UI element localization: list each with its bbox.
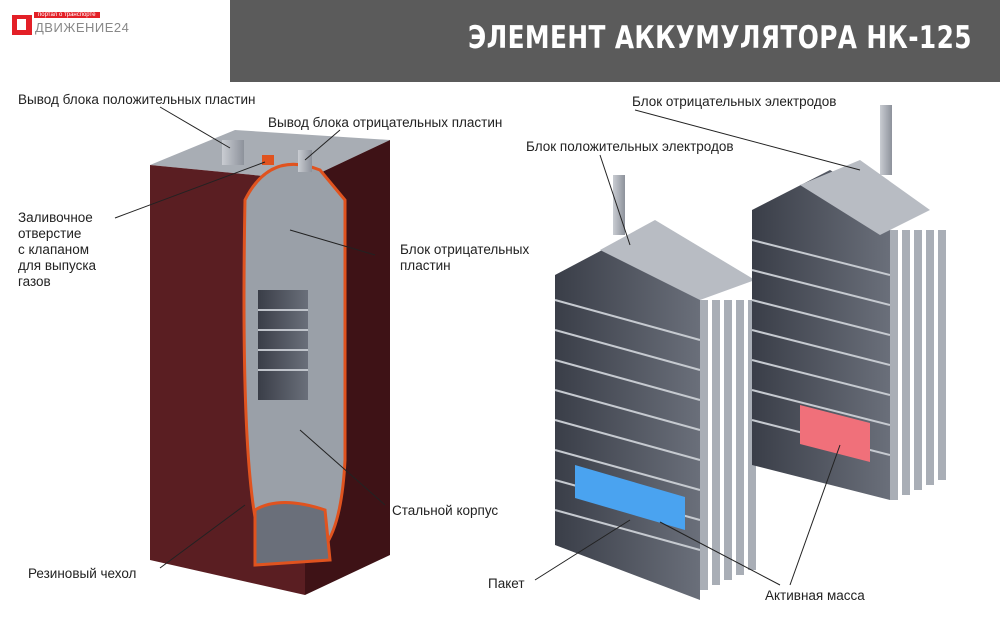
battery-cell-cutaway bbox=[150, 130, 390, 595]
logo-tagline: портал о транспорте bbox=[34, 12, 100, 18]
label-line: Заливочное bbox=[18, 210, 93, 225]
label-active-mass: Активная масса bbox=[765, 588, 865, 603]
negative-active-mass bbox=[800, 405, 870, 462]
leader-lines bbox=[114, 106, 861, 586]
label-line: Блок отрицательных bbox=[400, 242, 530, 257]
label-negative-block: Блок отрицательных пластин bbox=[400, 242, 529, 274]
label-line: пластин bbox=[400, 258, 451, 273]
label-positive-electrodes: Блок положительных электродов bbox=[526, 139, 734, 154]
logo-text: ДВИЖЕНИЕ24 bbox=[35, 20, 130, 35]
label-packet: Пакет bbox=[488, 576, 525, 591]
positive-active-mass bbox=[575, 465, 685, 530]
label-steel-case: Стальной корпус bbox=[392, 503, 499, 518]
label-line: газов bbox=[18, 274, 51, 289]
label-negative-terminal: Вывод блока отрицательных пластин bbox=[268, 115, 503, 130]
label-line: отверстие bbox=[18, 226, 82, 241]
title-bar: ЭЛЕМЕНТ АККУМУЛЯТОРА НК-125 bbox=[230, 0, 1000, 82]
label-positive-terminal: Вывод блока положительных пластин bbox=[18, 92, 256, 107]
logo-mark bbox=[12, 15, 32, 35]
plate-edges bbox=[554, 299, 701, 551]
label-rubber-cover: Резиновый чехол bbox=[28, 566, 137, 581]
negative-electrode-block bbox=[751, 105, 946, 500]
label-line: для выпуска bbox=[18, 258, 97, 273]
label-negative-electrodes: Блок отрицательных электродов bbox=[632, 94, 837, 109]
label-filler-hole: Заливочное отверстие с клапаном для выпу… bbox=[18, 210, 96, 290]
label-line: с клапаном bbox=[18, 242, 90, 257]
positive-electrode-block bbox=[554, 175, 756, 600]
page-title: ЭЛЕМЕНТ АККУМУЛЯТОРА НК-125 bbox=[468, 20, 972, 56]
